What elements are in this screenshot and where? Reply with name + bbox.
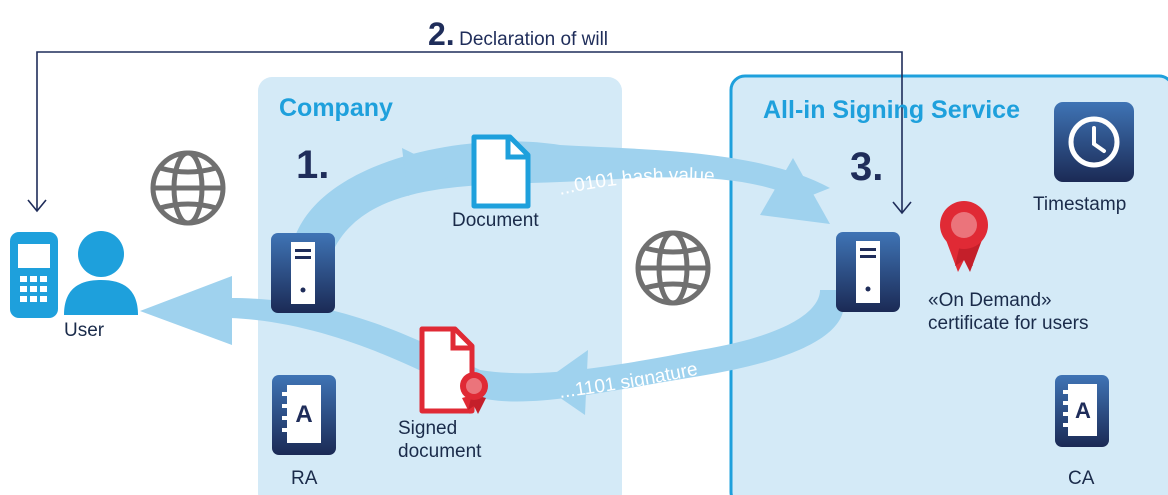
ca-label: CA xyxy=(1068,468,1095,489)
flow-arrows xyxy=(140,141,844,415)
address-book-icon: A xyxy=(1055,375,1109,447)
step1-number: 1. xyxy=(296,143,330,187)
certificate-seal-icon xyxy=(460,372,488,414)
company-title: Company xyxy=(279,94,393,122)
step2-number: 2. xyxy=(428,16,455,52)
step2-text: Declaration of will xyxy=(459,29,609,50)
certificate-seal-icon xyxy=(940,201,988,272)
svg-text:A: A xyxy=(295,401,312,428)
on-demand-label-line1: «On Demand» xyxy=(928,290,1052,311)
clock-icon xyxy=(1054,102,1134,182)
document-label: Document xyxy=(452,210,539,231)
server-icon xyxy=(271,233,335,313)
document-icon xyxy=(471,134,531,209)
ra-label: RA xyxy=(291,468,318,489)
step2-heading: 2. Declaration of will xyxy=(428,16,608,53)
signed-document-label-line2: document xyxy=(398,441,482,462)
declaration-connector xyxy=(27,51,912,215)
service-title: All-in Signing Service xyxy=(763,96,1020,124)
address-book-icon: A xyxy=(272,375,336,455)
person-icon xyxy=(64,231,138,315)
step3-number: 3. xyxy=(850,145,884,189)
server-icon xyxy=(836,232,900,312)
svg-text:A: A xyxy=(1075,398,1091,423)
timestamp-label: Timestamp xyxy=(1033,194,1127,215)
mobile-phone-icon xyxy=(10,232,58,318)
globe-icon xyxy=(635,230,711,306)
globe-icon xyxy=(150,150,226,226)
user-label: User xyxy=(64,320,105,341)
signed-document-label-line1: Signed xyxy=(398,418,458,439)
signed-document-icon xyxy=(419,326,488,414)
on-demand-label-line2: certificate for users xyxy=(928,313,1089,334)
